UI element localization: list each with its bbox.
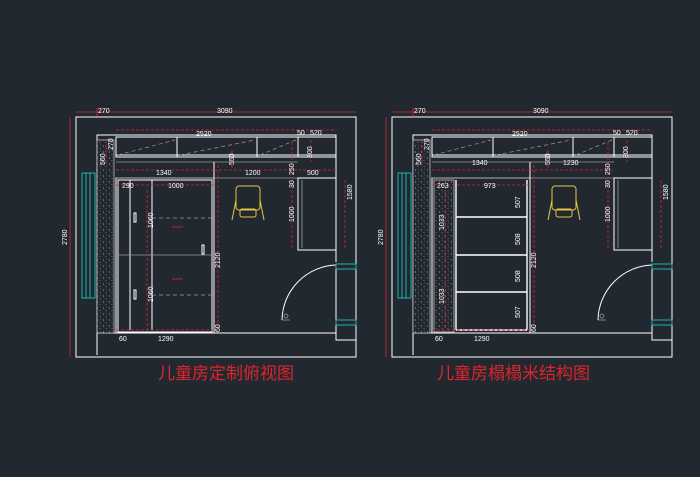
dim-wardrobe-top: 2520 [512, 131, 528, 138]
dim-2120: 2120 [215, 252, 222, 268]
dim-1580: 1580 [663, 184, 670, 200]
dim-50: 50 [613, 130, 621, 137]
dim-1580: 1580 [347, 184, 354, 200]
dim-1290: 1290 [474, 336, 490, 343]
dim-60: 60 [435, 336, 443, 343]
dim-1060-lower: 1060 [148, 286, 155, 302]
left-wall-hatch [96, 139, 115, 334]
left-wall-hatch [412, 139, 431, 334]
dim-1340: 1340 [156, 170, 172, 177]
dim-30: 30 [289, 180, 296, 188]
dim-263: 263 [437, 183, 449, 190]
door-swing-icon [281, 263, 357, 326]
outer-wall [75, 116, 357, 358]
dim-300: 300 [623, 146, 630, 158]
dim-1000-top: 1000 [168, 183, 184, 190]
dim-height: 2780 [62, 229, 69, 245]
dim-30: 30 [605, 180, 612, 188]
dim-1340: 1340 [472, 160, 488, 167]
dim-508-upper: 508 [515, 233, 522, 245]
dim-250: 250 [605, 163, 612, 175]
dim-2120: 2120 [531, 252, 538, 268]
tatami-side-hatch [433, 179, 455, 333]
dim-top-width: 3090 [217, 108, 233, 115]
chair-icon [231, 185, 265, 221]
chair-icon [547, 185, 581, 221]
dim-60-vertical: 60 [531, 324, 538, 332]
dim-1060-upper: 1060 [148, 212, 155, 228]
door-swing-icon [597, 263, 673, 326]
dim-560: 560 [416, 153, 423, 165]
left-floor-plan: ladder ladder [62, 108, 357, 384]
dim-250: 250 [289, 163, 296, 175]
dim-1033-upper: 1033 [439, 214, 446, 230]
desk [297, 177, 337, 251]
dim-1290: 1290 [158, 336, 174, 343]
dim-top-width: 3090 [533, 108, 549, 115]
desk [613, 177, 653, 251]
dim-top-wall: 270 [98, 108, 110, 115]
right-floor-plan: 270 3090 2520 50 520 2780 560 270 1340 5… [378, 108, 673, 384]
top-wardrobe [115, 136, 337, 158]
inner-wall-lower [335, 322, 356, 341]
dim-290: 290 [122, 183, 134, 190]
window [81, 172, 96, 299]
dim-270: 270 [424, 138, 431, 150]
dim-60: 60 [119, 336, 127, 343]
outer-wall [391, 116, 673, 358]
dim-507-top: 507 [515, 196, 522, 208]
inner-wall [96, 134, 337, 355]
dim-50: 50 [297, 130, 305, 137]
dim-300: 300 [307, 146, 314, 158]
dim-508-lower: 508 [515, 270, 522, 282]
dim-500: 500 [307, 170, 319, 177]
dim-973: 973 [484, 183, 496, 190]
dim-1033-lower: 1033 [439, 288, 446, 304]
dim-1200: 1200 [245, 170, 261, 177]
top-wardrobe [431, 136, 653, 158]
bed-frame [115, 177, 215, 334]
dim-1000-desk: 1000 [605, 206, 612, 222]
dim-507-bottom: 507 [515, 306, 522, 318]
dim-60-vertical: 60 [215, 324, 222, 332]
svg-text:ladder: ladder [172, 276, 184, 281]
right-plan-title: 儿童房榻榻米结构图 [437, 364, 590, 384]
dim-1230: 1230 [563, 160, 579, 167]
dim-height: 2780 [378, 229, 385, 245]
dim-560: 560 [100, 153, 107, 165]
inner-wall-lower [651, 322, 672, 341]
dim-270: 270 [108, 138, 115, 150]
dim-wardrobe-top: 2520 [196, 131, 212, 138]
svg-text:ladder: ladder [172, 224, 184, 229]
dim-1000-desk: 1000 [289, 206, 296, 222]
dim-550: 550 [545, 153, 552, 165]
window [397, 172, 412, 299]
dim-520: 520 [626, 130, 638, 137]
left-plan-title: 儿童房定制俯视图 [158, 364, 294, 384]
dim-top-wall: 270 [414, 108, 426, 115]
dim-520: 520 [310, 130, 322, 137]
dim-550: 550 [229, 153, 236, 165]
